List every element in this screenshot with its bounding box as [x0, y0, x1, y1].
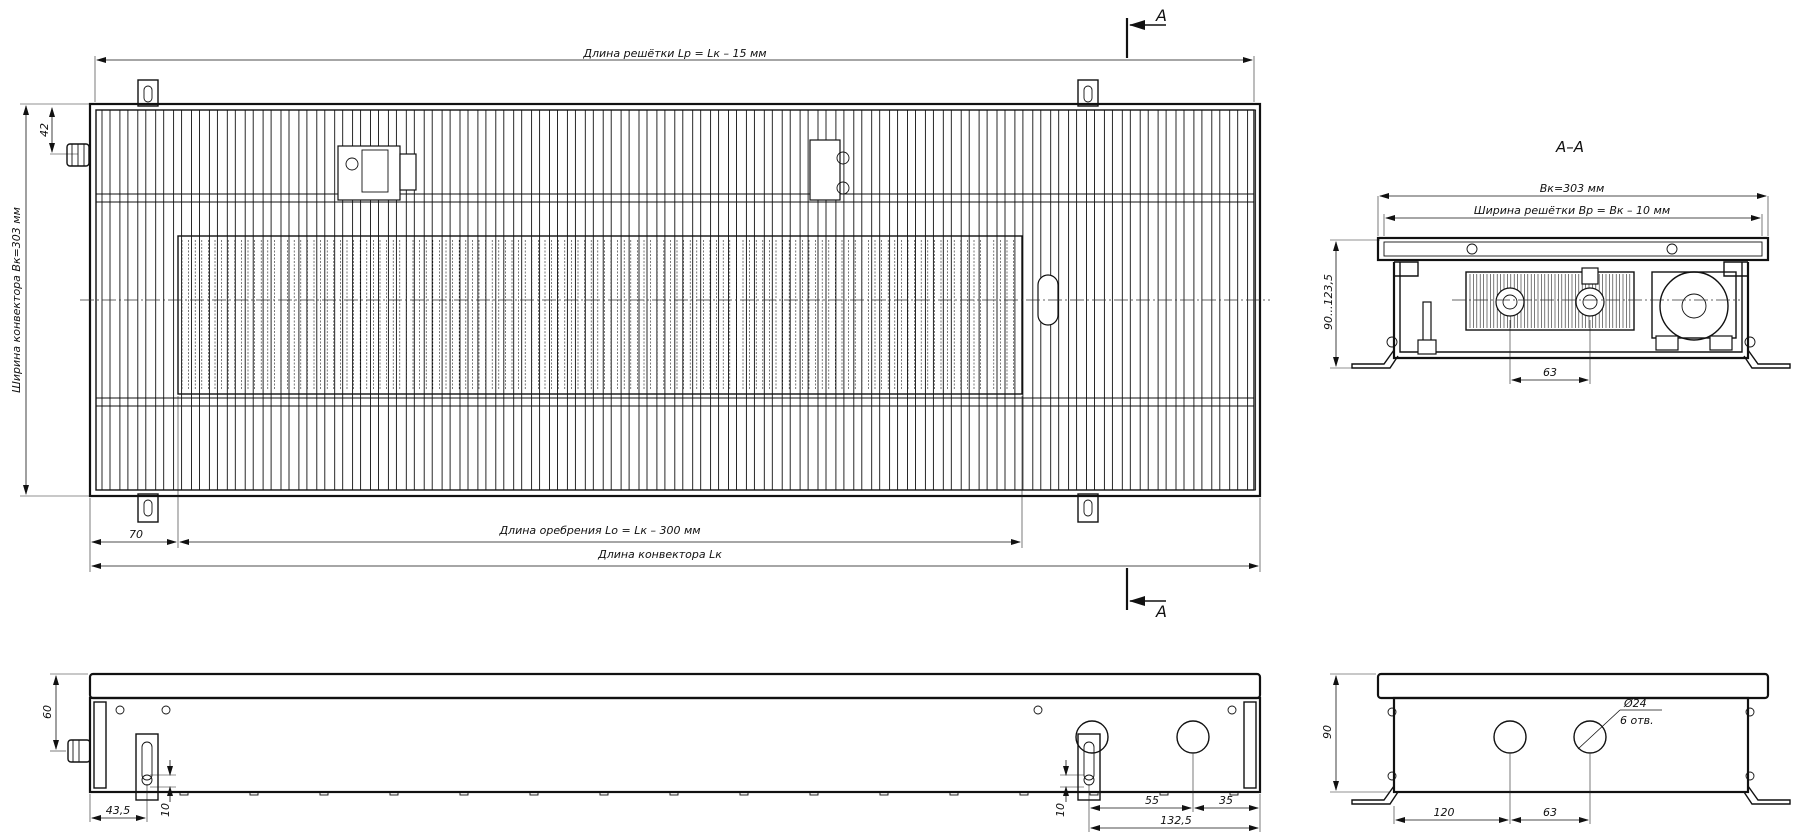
front-bracket-left-dim: 10: [159, 803, 172, 817]
front-pipe-hole: [1075, 720, 1109, 754]
front-foot: [1159, 791, 1169, 796]
front-foot: [529, 791, 539, 796]
section-view: А–А Вк=303 мм Ширина решётки Вр = Вк – 1…: [1322, 138, 1791, 384]
side-dim-63: 63: [1543, 806, 1557, 819]
front-height-dimension: 60: [41, 705, 54, 719]
front-foot: [1089, 791, 1099, 796]
fin-length-dimension: Длина оребрения Lо = Lк – 300 мм: [498, 524, 700, 537]
grille-width-dimension: Ширина решётки Вр = Вк – 10 мм: [1474, 204, 1670, 217]
front-foot: [599, 791, 609, 796]
front-foot: [459, 791, 469, 796]
side-dim-120: 120: [1434, 806, 1455, 819]
front-foot: [879, 791, 889, 796]
fin-zone: [177, 235, 1023, 395]
section-pipe-spacing: 63: [1543, 366, 1557, 379]
converter-length-dimension: Длина конвектора Lк: [597, 548, 722, 561]
front-view: 60 43,5 10 10 55 35 132,5: [41, 672, 1262, 832]
front-foot: [1229, 791, 1239, 796]
side-pipe-hole: [1573, 720, 1607, 754]
front-foot: [389, 791, 399, 796]
front-foot: [179, 791, 189, 796]
offset-42-dimension: 42: [38, 123, 51, 137]
section-cut-bottom: A: [1125, 568, 1167, 621]
grille-length-dimension: Длина решётки Lр = Lк – 15 мм: [582, 47, 766, 60]
front-foot: [739, 791, 749, 796]
hole-diameter-label: Ø24: [1623, 697, 1647, 710]
section-heat-exchanger: [1465, 267, 1635, 331]
section-marker-top: A: [1155, 6, 1167, 25]
section-marker-bottom: A: [1155, 602, 1167, 621]
front-foot: [249, 791, 259, 796]
front-foot: [669, 791, 679, 796]
hole-count-label: 6 отв.: [1620, 714, 1654, 727]
front-bracket-right-dim: 10: [1054, 803, 1067, 817]
side-height-dimension: 90: [1321, 725, 1334, 739]
section-title: А–А: [1555, 138, 1584, 156]
front-screws: [115, 705, 1237, 715]
section-cut-top: A: [1125, 6, 1167, 58]
section-height-dimension: 90...123,5: [1322, 274, 1335, 330]
plan-view: A A Длина решётки Lр = Lк – 15 мм Ширина…: [10, 6, 1270, 621]
valve-block: [337, 139, 850, 201]
front-pipe-hole: [1176, 720, 1210, 754]
front-dim-55: 55: [1145, 794, 1159, 807]
front-dim-35: 35: [1219, 794, 1233, 807]
front-left-offset: 43,5: [106, 804, 131, 817]
section-fan: [1651, 271, 1737, 351]
front-foot: [319, 791, 329, 796]
side-view: Ø24 6 отв. 90 120 63: [1321, 672, 1791, 824]
converter-width-dimension: Ширина конвектора Вк=303 мм: [10, 207, 23, 393]
section-width-dimension: Вк=303 мм: [1540, 182, 1605, 195]
offset-70-dimension: 70: [129, 528, 143, 541]
mounting-tabs-top: [137, 79, 1099, 523]
side-pipe-hole: [1493, 720, 1527, 754]
front-foot: [809, 791, 819, 796]
front-foot: [1019, 791, 1029, 796]
front-foot: [949, 791, 959, 796]
front-dim-132: 132,5: [1160, 814, 1192, 827]
